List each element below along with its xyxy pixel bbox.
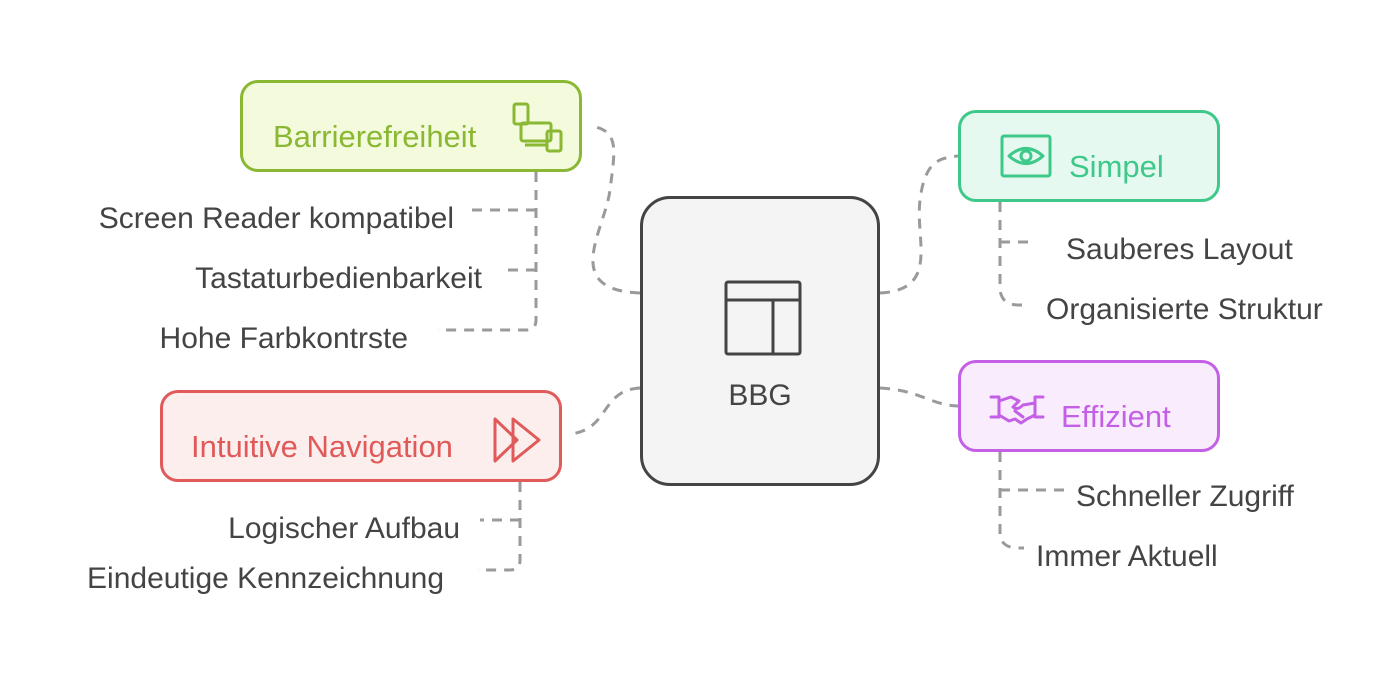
devices-icon xyxy=(511,101,565,160)
leaf-sauberes-layout: Sauberes Layout xyxy=(1066,233,1293,266)
connector-center-navigation xyxy=(569,386,641,436)
leaf-schneller-zugriff: Schneller Zugriff xyxy=(1076,480,1294,513)
leaf-immer-aktuell: Immer Aktuell xyxy=(1036,540,1218,573)
connector-navigation-trunk xyxy=(478,482,522,572)
branch-barrierefreiheit-label: Barrierefreiheit xyxy=(273,119,477,154)
connector-simpel-trunk xyxy=(998,202,1030,307)
center-node: BBG xyxy=(640,196,880,486)
leaf-logischer-aufbau: Logischer Aufbau xyxy=(228,512,460,545)
branch-simpel: Simpel xyxy=(958,110,1220,202)
branch-simpel-label: Simpel xyxy=(1069,149,1164,184)
eye-icon xyxy=(999,133,1053,186)
connector-barrierefreiheit-trunk xyxy=(438,172,538,332)
leaf-tastaturbedienbarkeit: Tastaturbedienbarkeit xyxy=(195,262,482,295)
connector-center-effizient xyxy=(879,386,959,408)
fast-forward-icon xyxy=(491,413,545,472)
branch-effizient-label: Effizient xyxy=(1061,399,1171,434)
leaf-screen-reader: Screen Reader kompatibel xyxy=(98,202,454,235)
connector-effizient-trunk xyxy=(998,452,1024,550)
layout-icon xyxy=(723,279,803,364)
connector-center-simpel xyxy=(879,154,959,295)
leaf-organisierte-struktur: Organisierte Struktur xyxy=(1046,293,1323,326)
branch-barrierefreiheit: Barrierefreiheit xyxy=(240,80,582,172)
leaf-farbkontraste: Hohe Farbkontrste xyxy=(159,322,408,355)
branch-effizient: Effizient xyxy=(958,360,1220,452)
leaf-eindeutige-kennzeichnung: Eindeutige Kennzeichnung xyxy=(87,562,444,595)
handshake-icon xyxy=(989,389,1045,434)
branch-navigation: Intuitive Navigation xyxy=(160,390,562,482)
branch-navigation-label: Intuitive Navigation xyxy=(191,429,453,464)
connector-center-barrierefreiheit xyxy=(589,124,641,295)
center-label: BBG xyxy=(728,379,792,412)
